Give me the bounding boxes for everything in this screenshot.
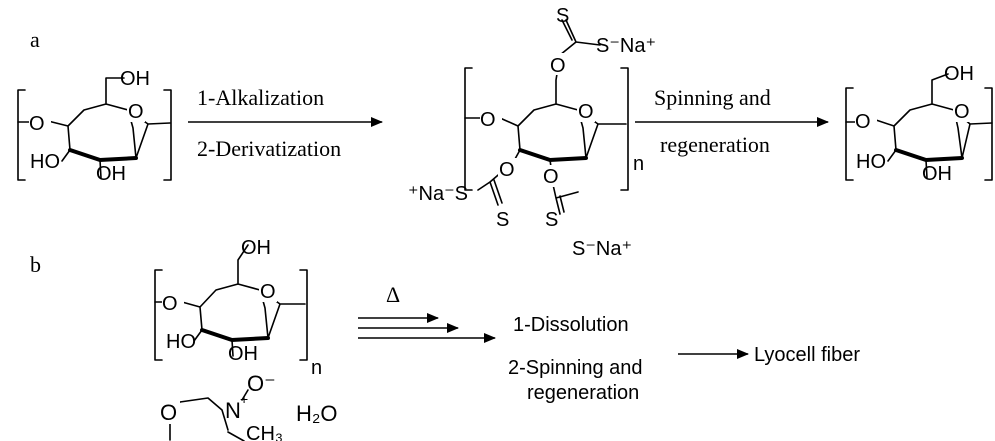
arrow-alkalization: 1-Alkalization 2-Derivatization bbox=[188, 85, 383, 161]
bracket-right bbox=[299, 269, 308, 361]
bracket-left bbox=[845, 87, 854, 181]
sna-right: S⁻Na⁺ bbox=[572, 238, 632, 260]
o-ch2: O bbox=[550, 55, 566, 77]
ring-bold-edge bbox=[894, 148, 964, 163]
step-dissolution: 1-Dissolution bbox=[513, 314, 629, 336]
o-ring: O bbox=[954, 101, 970, 123]
cs-double-left bbox=[493, 179, 503, 204]
o-c2: O bbox=[543, 166, 559, 188]
cellulose-unit-end: O O OH HO OH bbox=[845, 63, 993, 185]
o-link: O bbox=[29, 113, 45, 135]
nmmo-o-minus: O⁻ bbox=[247, 371, 276, 396]
nmmo-o: O bbox=[160, 400, 177, 425]
bracket-left bbox=[154, 269, 163, 361]
delta-symbol: Δ bbox=[386, 282, 400, 307]
oh-ch2: OH bbox=[120, 68, 150, 90]
panel-b: b O O OH HO OH n O N + O⁻ CH₃ H bbox=[30, 237, 860, 441]
ho-c3: HO bbox=[166, 331, 196, 353]
bracket-left bbox=[17, 89, 26, 181]
o-link: O bbox=[162, 293, 178, 315]
nmmo-ch3: CH₃ bbox=[246, 423, 283, 441]
s-left: S bbox=[496, 209, 509, 231]
step-1-alkalization: 1-Alkalization bbox=[197, 85, 324, 110]
step-regeneration: regeneration bbox=[527, 382, 639, 404]
oh-c2: OH bbox=[922, 163, 952, 185]
ho-c3: HO bbox=[30, 151, 60, 173]
panel-a: a O O OH HO OH 1-Alkalization 2-Derivati… bbox=[17, 5, 993, 260]
sna-top: S⁻Na⁺ bbox=[596, 35, 656, 57]
subscript-n: n bbox=[311, 357, 322, 379]
o-link: O bbox=[855, 111, 871, 133]
subscript-n: n bbox=[633, 153, 644, 175]
o-link: O bbox=[480, 109, 496, 131]
water: H₂O bbox=[296, 401, 338, 426]
o-ring: O bbox=[260, 281, 276, 303]
ring-bold-edge bbox=[200, 328, 270, 343]
oh-c2: OH bbox=[228, 343, 258, 365]
s-top: S bbox=[556, 5, 569, 27]
panel-b-label: b bbox=[30, 252, 41, 277]
o-c3: O bbox=[499, 159, 515, 181]
bracket-left bbox=[464, 67, 473, 191]
oh-ch2: OH bbox=[944, 63, 974, 85]
arrow-2-label-bottom: regeneration bbox=[660, 132, 770, 157]
cellulose-unit-start: O O OH HO OH bbox=[17, 68, 172, 185]
n-o-bond bbox=[241, 389, 249, 401]
bracket-right bbox=[163, 89, 172, 181]
cs-double-top bbox=[561, 19, 573, 41]
oh-c2: OH bbox=[96, 163, 126, 185]
arrow-2-label-top: Spinning and bbox=[654, 85, 771, 110]
o-ring: O bbox=[578, 101, 594, 123]
ho-c3: HO bbox=[856, 151, 886, 173]
oh-ch2: OH bbox=[241, 237, 271, 259]
panel-a-label: a bbox=[30, 27, 40, 52]
step-spinning: 2-Spinning and bbox=[508, 357, 643, 379]
cs-double-right bbox=[559, 195, 565, 213]
cellulose-unit-b: O O OH HO OH n bbox=[154, 237, 322, 379]
lyocell-steps: 1-Dissolution 2-Spinning and regeneratio… bbox=[508, 314, 643, 404]
nmmo-molecule: O N + O⁻ CH₃ H₂O bbox=[160, 371, 338, 441]
triple-arrow: Δ bbox=[358, 282, 496, 343]
bracket-right bbox=[984, 87, 993, 181]
step-2-derivatization: 2-Derivatization bbox=[197, 136, 341, 161]
o-ring: O bbox=[128, 101, 144, 123]
nmmo-n: N bbox=[225, 398, 241, 423]
s-right: S bbox=[545, 209, 558, 231]
ring-bold-edge bbox=[518, 148, 588, 163]
na-s-left: ⁺Na⁻S bbox=[408, 183, 468, 205]
nmmo-plus: + bbox=[240, 391, 248, 407]
cellulose-xanthate: O O O S S⁻Na⁺ O O ⁺Na⁻S S S S⁻Na⁺ n bbox=[408, 5, 656, 260]
bracket-right bbox=[620, 67, 629, 191]
arrow-spinning: Spinning and regeneration bbox=[635, 85, 829, 157]
product-lyocell-fiber: Lyocell fiber bbox=[754, 344, 860, 366]
ring-bold-edge bbox=[68, 148, 138, 163]
